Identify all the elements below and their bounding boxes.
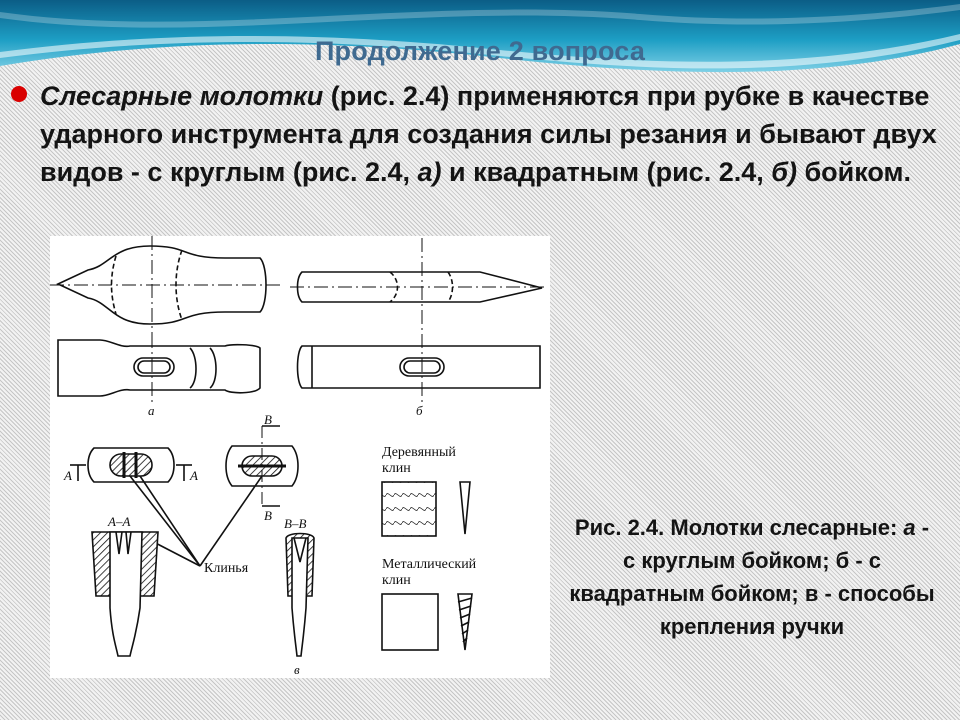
- hammer-a-side-view: [57, 334, 261, 406]
- caption-text-2: - с круглым бойком; б - с квадратным бой…: [569, 515, 935, 639]
- section-aa-label: А–А: [107, 514, 130, 529]
- label-a: а: [148, 403, 155, 418]
- para-text-3: бойком.: [796, 157, 912, 187]
- para-text-1: (рис. 2.4) применяются при рубке в качес…: [40, 81, 937, 187]
- metal-wedge-sample: [381, 593, 473, 651]
- term-italic: Слесарные молотки: [40, 81, 324, 111]
- section-letter-a-left: А: [63, 468, 72, 483]
- hammer-b-top-view: [290, 238, 548, 332]
- hammer-drawing: а б в А А В В А–А В–В Клинья Деревянный …: [50, 236, 548, 677]
- hammer-a-top-view: [50, 236, 280, 336]
- wood-wedge-label-1: Деревянный: [382, 445, 456, 460]
- wood-wedge-label-2: клин: [382, 461, 411, 476]
- section-aa: [91, 531, 159, 657]
- section-letter-a-right: А: [189, 468, 198, 483]
- label-v: в: [294, 662, 300, 677]
- ref-a: а): [417, 157, 442, 187]
- figure-caption: Рис. 2.4. Молотки слесарные: а - с кругл…: [566, 511, 938, 643]
- caption-a: а: [903, 515, 916, 540]
- wedges-label: Клинья: [204, 561, 249, 576]
- caption-text-1: Рис. 2.4. Молотки слесарные:: [574, 515, 904, 540]
- metal-wedge-label-1: Металлический: [382, 557, 477, 572]
- ref-b: б): [771, 157, 797, 187]
- body-paragraph: Слесарные молотки (рис. 2.4) применяются…: [40, 77, 952, 191]
- wooden-wedge-sample: [381, 481, 471, 537]
- label-b: б: [416, 403, 423, 418]
- metal-wedge-label-2: клин: [382, 573, 411, 588]
- eye-plan-view-b: [225, 425, 299, 507]
- section-letter-b-bottom: В: [264, 508, 272, 523]
- para-text-2: и квадратным (рис. 2.4,: [441, 157, 772, 187]
- section-letter-b-top: В: [264, 412, 272, 427]
- hammer-b-side-view: [296, 334, 541, 404]
- header-wave-decoration: [0, 0, 960, 73]
- section-bb-label: В–В: [284, 516, 306, 531]
- eye-plan-view-a: [70, 447, 192, 483]
- slide-title: Продолжение 2 вопроса: [314, 36, 646, 66]
- bullet-point-icon: [11, 86, 27, 102]
- section-bb: [285, 532, 315, 657]
- hammer-figure: а б в А А В В А–А В–В Клинья Деревянный …: [50, 236, 550, 678]
